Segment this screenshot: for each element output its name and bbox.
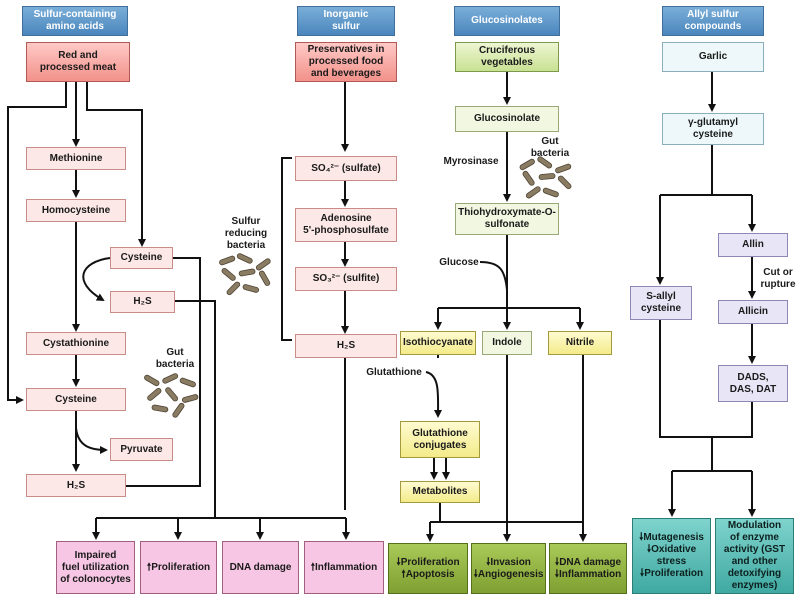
glutathione-label: Glutathione — [366, 367, 422, 378]
sulfur-reducing-bacteria-icon — [219, 253, 271, 296]
gut-bacteria-icon-left — [144, 373, 199, 418]
nitrile-box: Nitrile — [548, 331, 612, 355]
metabolites-box: Metabolites — [400, 481, 480, 503]
allicin-box: Allicin — [718, 300, 788, 324]
homocysteine-box: Homocysteine — [26, 199, 126, 222]
indole-box: Indole — [482, 331, 532, 355]
thiohydroxymate-box: Thiohydroxymate-O- sulfonate — [455, 203, 559, 235]
gamma-glutamyl-cysteine-box: γ-glutamyl cysteine — [662, 113, 764, 145]
pyruvate-box: Pyruvate — [110, 438, 173, 461]
allin-box: Allin — [718, 233, 788, 257]
cut-or-rupture-label: Cut or rupture — [760, 267, 796, 290]
sulfite-box: SO₃²⁻ (sulfite) — [295, 267, 397, 291]
myrosinase-label: Myrosinase — [443, 156, 499, 167]
dads-das-dat-box: DADS, DAS, DAT — [718, 365, 788, 402]
cruciferous-vegetables-box: Cruciferous vegetables — [455, 42, 559, 72]
outcome-invasion-angiogenesis: 🠗Invasion 🠗Angiogenesis — [471, 543, 546, 594]
outcome-impaired-fuel: Impaired fuel utilization of colonocytes — [56, 541, 135, 594]
red-processed-meat-box: Red and processed meat — [26, 42, 130, 82]
h2s-lower-box: H₂S — [26, 474, 126, 497]
h2s-inorganic-box: H₂S — [295, 334, 397, 358]
gut-bacteria-label-gluc: Gut bacteria — [530, 136, 570, 159]
header-inorganic-sulfur: Inorganic sulfur — [297, 6, 395, 36]
outcome-dna-inflammation-down: 🠗DNA damage 🠗Inflammation — [549, 543, 627, 594]
outcome-proliferation-apoptosis: 🠗Proliferation 🠕Apoptosis — [388, 543, 468, 594]
glucose-label: Glucose — [439, 257, 479, 268]
outcome-proliferation-up: 🠕Proliferation — [140, 541, 217, 594]
cystathionine-box: Cystathionine — [26, 332, 126, 355]
header-sulfur-amino-acids: Sulfur-containing amino acids — [22, 6, 128, 36]
glucosinolate-box: Glucosinolate — [455, 106, 559, 132]
header-allyl-sulfur: Allyl sulfur compounds — [662, 6, 764, 36]
outcome-enzyme-modulation: Modulation of enzyme activity (GST and o… — [715, 518, 794, 594]
isothiocyanate-box: Isothiocyanate — [400, 331, 476, 355]
gut-bacteria-icon-gluc — [519, 156, 572, 199]
cysteine-upper-box: Cysteine — [110, 247, 173, 269]
outcome-mutagenesis-stress: 🠗Mutagenesis 🠗Oxidative stress 🠗Prolifer… — [632, 518, 711, 594]
glutathione-conjugates-box: Glutathione conjugates — [400, 421, 480, 458]
methionine-box: Methionine — [26, 147, 126, 170]
gut-bacteria-label-left: Gut bacteria — [155, 347, 195, 370]
outcome-inflammation-up: 🠕Inflammation — [304, 541, 384, 594]
h2s-upper-box: H₂S — [110, 291, 175, 313]
sulfate-box: SO₄²⁻ (sulfate) — [295, 156, 397, 181]
header-glucosinolates: Glucosinolates — [454, 6, 560, 36]
garlic-box: Garlic — [662, 42, 764, 72]
preservatives-box: Preservatives in processed food and beve… — [295, 42, 397, 82]
s-allyl-cysteine-box: S-allyl cysteine — [630, 286, 692, 320]
aps-box: Adenosine 5'-phosphosulfate — [295, 208, 397, 242]
outcome-dna-damage: DNA damage — [222, 541, 299, 594]
cysteine-lower-box: Cysteine — [26, 388, 126, 411]
sulfur-reducing-bacteria-label: Sulfur reducing bacteria — [224, 216, 268, 251]
